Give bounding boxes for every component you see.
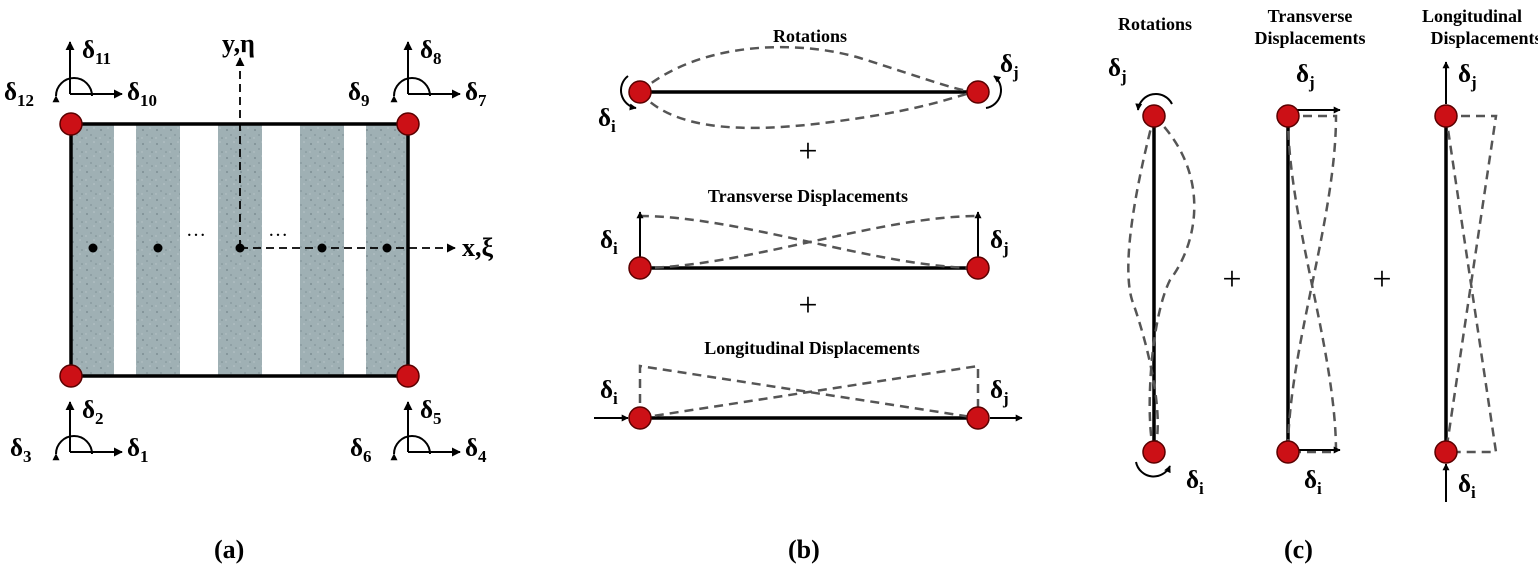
node-j — [966, 256, 990, 280]
column-title-transverse: Transverse — [1268, 6, 1353, 26]
column-title-longitudinal: Longitudinal — [1422, 6, 1522, 26]
node-j — [1434, 104, 1458, 128]
dof-label: δ4 — [465, 435, 487, 466]
dof-triad-top-left: δ11 δ12 δ10 — [4, 37, 157, 110]
plus-sign: + — [1372, 261, 1391, 298]
deformed-shape — [639, 214, 979, 270]
x-axis-label: x,ξ — [462, 233, 494, 262]
caption-c: (c) — [1284, 535, 1313, 564]
plus-sign: + — [1222, 261, 1241, 298]
midline-dot — [235, 243, 245, 253]
dof-label-i: δi — [600, 377, 618, 408]
dof-label-j: δj — [990, 377, 1009, 408]
node-j — [1142, 104, 1166, 128]
dof-label: δ3 — [10, 435, 31, 466]
dof-label: δ10 — [127, 79, 157, 110]
dof-triad-bottom-left: δ2 δ3 δ1 — [10, 397, 148, 466]
dof-label-i: δi — [600, 227, 618, 258]
ellipsis: … — [186, 219, 206, 241]
dof-triad-bottom-right: δ5 δ6 δ4 — [350, 397, 487, 466]
panel-c: Rotations δj δi + Transverse Displacemen… — [1108, 6, 1538, 564]
rotation-arrow-i — [620, 75, 637, 111]
row-title-transverse: Transverse Displacements — [708, 186, 908, 206]
node-i — [628, 406, 652, 430]
dof-label-i: δi — [1458, 471, 1476, 502]
midline-dot — [153, 243, 163, 253]
midline-dot — [382, 243, 392, 253]
ellipsis: … — [268, 219, 288, 241]
dof-label: δ5 — [420, 397, 441, 428]
dof-label: δ6 — [350, 435, 371, 466]
dof-label: δ8 — [420, 37, 441, 68]
dof-label-j: δj — [1296, 61, 1315, 92]
plus-sign: + — [798, 133, 817, 170]
dof-label: δ1 — [127, 435, 148, 466]
node-bottom-left — [59, 364, 83, 388]
node-i — [628, 256, 652, 280]
rotation-arrow-j — [1135, 93, 1173, 111]
dof-label-j: δj — [990, 227, 1009, 258]
caption-a: (a) — [214, 535, 244, 564]
deformed-shape — [1148, 115, 1196, 453]
deformed-shape — [1444, 115, 1498, 454]
deformed-shape — [639, 90, 979, 130]
panel-a: y,η x,ξ … … δ11 δ12 δ10 δ8 δ9 δ7 — [4, 29, 494, 564]
dof-triad-top-right: δ8 δ9 δ7 — [348, 37, 487, 110]
node-top-left — [59, 112, 83, 136]
deformed-shape — [1286, 115, 1338, 454]
midline-dot — [88, 243, 98, 253]
dof-label: δ9 — [348, 79, 369, 110]
dof-label: δ7 — [465, 79, 487, 110]
dof-label-j: δj — [1108, 55, 1127, 86]
panel-b: Rotations δi δj + Transverse Displacemen… — [594, 26, 1023, 564]
deformed-shape — [1127, 115, 1159, 453]
node-top-right — [396, 112, 420, 136]
caption-b: (b) — [788, 535, 820, 564]
deformed-shape — [638, 364, 979, 420]
node-bottom-right — [396, 364, 420, 388]
dof-label: δ11 — [82, 37, 111, 68]
plus-sign: + — [798, 287, 817, 324]
column-title-rotations: Rotations — [1118, 14, 1192, 34]
node-i — [1276, 440, 1300, 464]
dof-label-j: δj — [1000, 51, 1019, 82]
dof-label-i: δi — [1186, 467, 1204, 498]
column-title-longitudinal: Displacements — [1431, 28, 1538, 48]
deformed-shape — [639, 45, 979, 94]
node-j — [1276, 104, 1300, 128]
dof-label-i: δi — [598, 105, 616, 136]
row-title-longitudinal: Longitudinal Displacements — [704, 338, 920, 358]
dof-label-i: δi — [1304, 467, 1322, 498]
node-j — [966, 406, 990, 430]
node-i — [628, 80, 652, 104]
row-title-rotations: Rotations — [773, 26, 847, 46]
rotation-arrow-i — [1135, 461, 1171, 478]
node-j — [966, 80, 990, 104]
rotation-arrow-j — [985, 75, 1002, 109]
y-axis-label: y,η — [222, 29, 255, 58]
column-title-transverse: Displacements — [1255, 28, 1366, 48]
deformed-shape — [1444, 114, 1498, 453]
dof-label: δ12 — [4, 79, 34, 110]
dof-label-j: δj — [1458, 61, 1477, 92]
node-i — [1434, 440, 1458, 464]
dof-label: δ2 — [82, 397, 103, 428]
midline-dot — [317, 243, 327, 253]
node-i — [1142, 440, 1166, 464]
deformed-shape — [639, 364, 980, 420]
deformed-shape — [1286, 114, 1338, 453]
